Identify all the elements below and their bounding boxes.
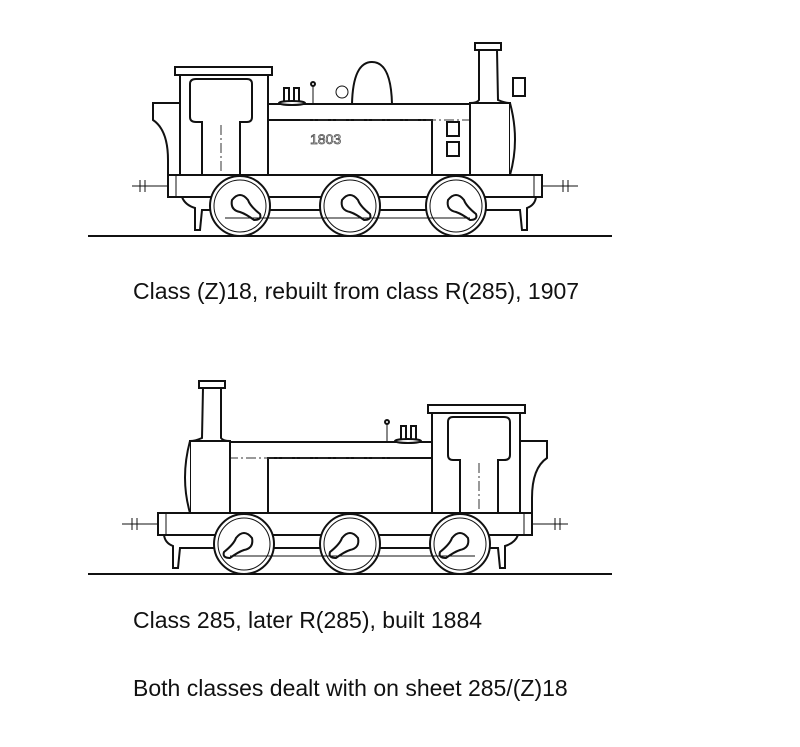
dome [350, 60, 394, 105]
caption-bottom: Class 285, later R(285), built 1884 [133, 607, 483, 633]
locomotive-class-285 [88, 380, 612, 575]
number-plate: 1803 [310, 131, 341, 147]
caption-top: Class (Z)18, rebuilt from class R(285), … [133, 278, 580, 304]
locomotive-class-z18: 1803 [88, 42, 612, 237]
sheet-note: Both classes dealt with on sheet 285/(Z)… [133, 675, 568, 701]
